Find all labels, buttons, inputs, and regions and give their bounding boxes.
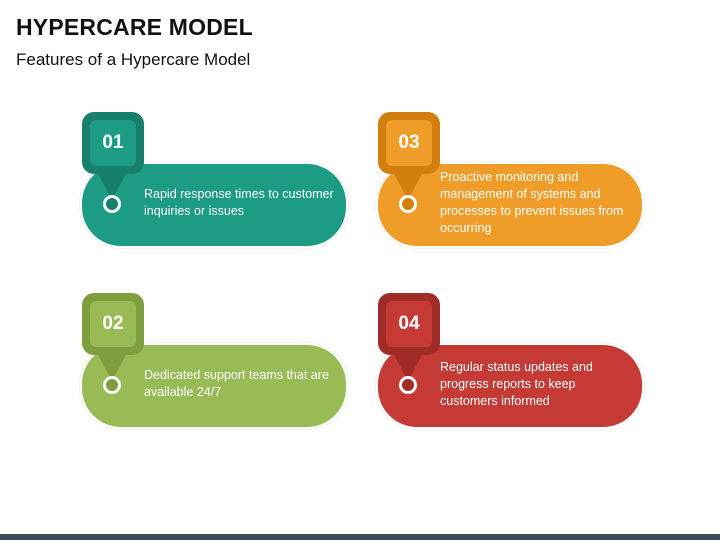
feature-card-03: 03 Proactive monitoring and management o…	[376, 112, 644, 248]
feature-card-01: 01 Rapid response times to customer inqu…	[80, 112, 348, 248]
footer-bar	[0, 534, 720, 540]
feature-pill	[80, 343, 348, 429]
feature-card-04: 04 Regular status updates and progress r…	[376, 293, 644, 429]
feature-pill	[376, 343, 644, 429]
badge-number: 04	[386, 301, 432, 347]
number-badge: 01	[82, 112, 144, 174]
page-subtitle: Features of a Hypercare Model	[16, 50, 251, 69]
number-badge: 03	[378, 112, 440, 174]
feature-text: Proactive monitoring and management of s…	[440, 170, 624, 235]
ring-dot-icon	[103, 376, 121, 394]
feature-text: Rapid response times to customer inquiri…	[144, 187, 334, 218]
feature-text: Dedicated support teams that are availab…	[144, 368, 329, 399]
badge-number: 01	[90, 120, 136, 166]
feature-card-02: 02 Dedicated support teams that are avai…	[80, 293, 348, 429]
badge-number: 03	[386, 120, 432, 166]
ring-dot-icon	[103, 195, 121, 213]
feature-text: Regular status updates and progress repo…	[440, 359, 593, 408]
number-badge: 04	[378, 293, 440, 355]
ring-dot-icon	[399, 376, 417, 394]
number-badge: 02	[82, 293, 144, 355]
badge-number: 02	[90, 301, 136, 347]
ring-dot-icon	[399, 195, 417, 213]
page-title: HYPERCARE MODEL	[16, 14, 253, 40]
